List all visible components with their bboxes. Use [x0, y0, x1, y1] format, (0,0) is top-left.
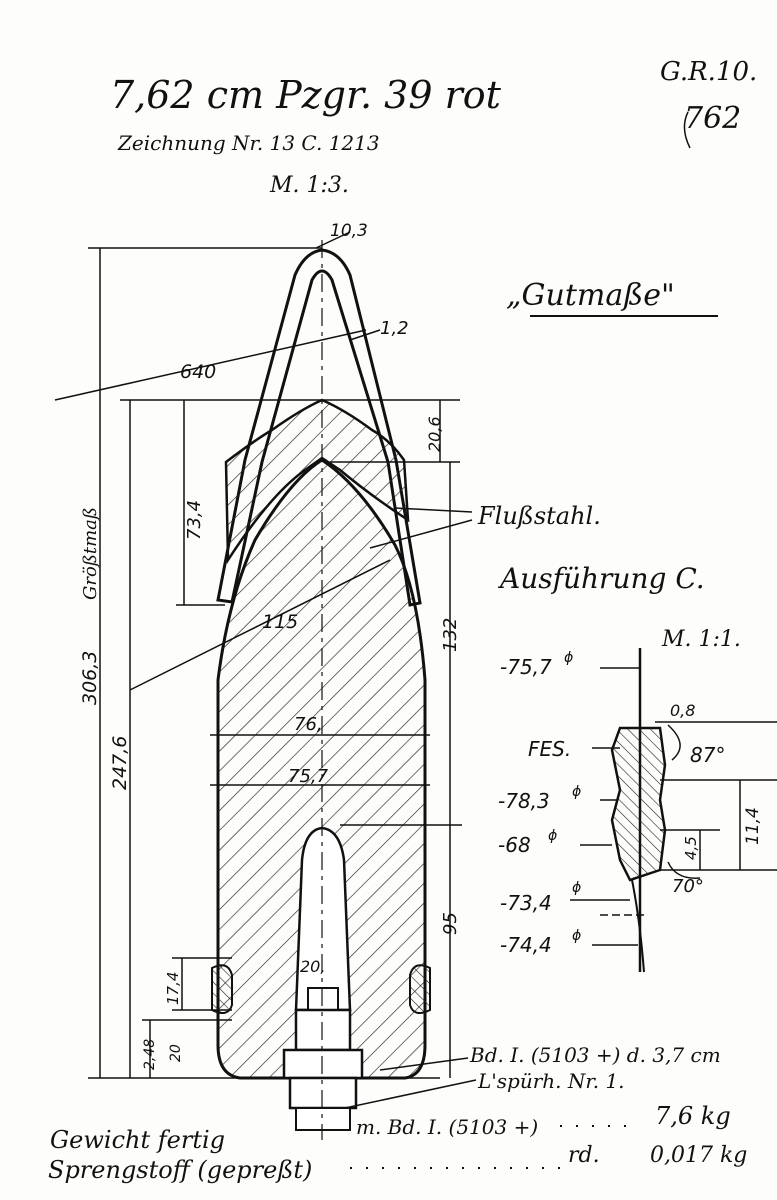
charge-label: Sprengstoff (gepreßt): [48, 1156, 312, 1184]
dimension-lines: [54, 231, 477, 1109]
dim-10-3: 10,3: [330, 221, 368, 241]
ballistic-cap: [216, 248, 422, 607]
dim-132: 132: [440, 618, 461, 652]
detail-fes: FES.: [528, 737, 571, 761]
dim-1-2: 1,2: [380, 318, 409, 339]
detail-phi-1: ϕ: [564, 650, 573, 666]
tracer-note: L'spürh. Nr. 1.: [477, 1069, 625, 1093]
detail-angle-70: 70°: [672, 876, 704, 897]
weight-label: Gewicht fertig: [50, 1126, 225, 1154]
detail-phi-4: ϕ: [572, 880, 581, 896]
rotating-band-left: [211, 964, 233, 1015]
dim-20-base: 20: [168, 1044, 184, 1062]
detail-phi-2: ϕ: [572, 784, 581, 800]
ausfuehrung-label: Ausführung C.: [497, 562, 705, 595]
dim-2-48: 2,48: [142, 1039, 158, 1070]
detail-phi-3: ϕ: [548, 828, 557, 844]
reference-code: G.R.10.: [660, 57, 757, 87]
dim-76: 76,: [294, 714, 323, 735]
reference-bracket: [683, 111, 691, 149]
dim-20-6: 20,6: [425, 416, 444, 452]
reference-number: 762: [684, 101, 741, 136]
drawing-title: 7,62 cm Pzgr. 39 rot: [110, 73, 502, 117]
detail-dim-75-7: -75,7: [500, 655, 552, 679]
detail-dim-78-3: -78,3: [498, 789, 550, 813]
detail-dim-73-4: -73,4: [500, 891, 552, 915]
detail-band-section: [610, 726, 667, 882]
detail-dim-68: -68: [498, 833, 531, 857]
explosive-cavity: [294, 826, 352, 1012]
dim-17-4: 17,4: [164, 972, 182, 1005]
dim-306-3: 306,3: [79, 651, 101, 705]
charge-value: 0,017 kg: [650, 1143, 747, 1168]
dim-75-7: 75,7: [288, 766, 329, 787]
gutmasse-label: „Gutmaße": [506, 278, 675, 313]
base-fuze-note: m. Bd. I. (5103 +): [356, 1115, 538, 1139]
charge-prefix: rd.: [568, 1143, 600, 1168]
dim-247-6: 247,6: [109, 736, 131, 790]
projectile-section: [210, 240, 431, 1140]
detail-phi-5: ϕ: [572, 928, 581, 944]
fuze-note: Bd. I. (5103 +) d. 3,7 cm: [469, 1043, 721, 1067]
dim-115: 115: [262, 611, 298, 633]
dim-95: 95: [440, 912, 461, 935]
detail-dim-74-4: -74,4: [500, 933, 552, 957]
detail-view: M. 1:1. -75,7 ϕ 0,8 FES. 87° -78,3 ϕ 1: [498, 627, 777, 973]
flussstahl-label: Flußstahl.: [477, 502, 601, 530]
groesstmass-label: Größtmaß: [80, 507, 101, 600]
drawing-scale: M. 1:3.: [269, 173, 349, 198]
detail-angle-87: 87°: [690, 743, 725, 767]
detail-dim-11-4: 11,4: [743, 807, 763, 845]
dim-20-top: 20,: [300, 957, 325, 976]
drawing-number: Zeichnung Nr. 13 C. 1213: [117, 131, 380, 155]
detail-dim-4-5: 4,5: [682, 836, 700, 860]
dim-73-4: 73,4: [184, 500, 205, 540]
rotating-band-right: [409, 964, 431, 1015]
base-fuze: [282, 987, 364, 1131]
detail-dim-0-8: 0,8: [670, 701, 695, 720]
dim-640: 640: [180, 361, 216, 383]
detail-scale: M. 1:1.: [661, 627, 741, 652]
steel-cap-hatched: [224, 398, 410, 565]
weight-value: 7,6 kg: [655, 1102, 731, 1130]
